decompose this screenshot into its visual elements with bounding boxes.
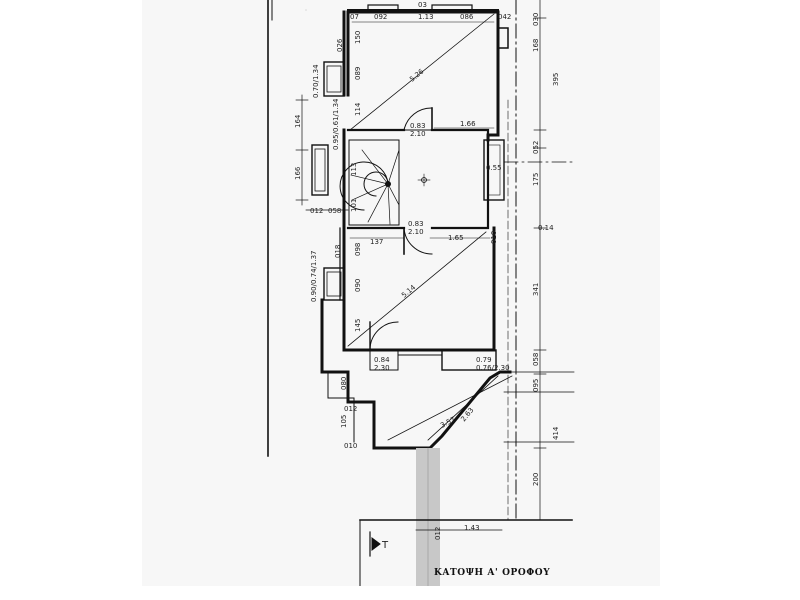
door-lower-line: 0.83 [408, 220, 424, 228]
dim-right-175: 175 [532, 173, 540, 186]
dim-room1-114: 114 [354, 102, 362, 116]
dim-top-092: 092 [374, 13, 387, 21]
chimney-block [497, 27, 509, 49]
dim-stair-101: 101 [350, 199, 358, 212]
diag-room1: 5.26 [408, 67, 426, 83]
dim-left-012: 012 [310, 207, 323, 215]
stair-center [385, 181, 391, 187]
left-window-lower [323, 267, 345, 301]
corridor-walls [346, 128, 490, 230]
dim-right-052: 052 [532, 141, 540, 154]
floor-plan: 07 092 1.13 086 042 03 1.66 0.55 137 1.6… [267, 0, 575, 586]
top-window-1 [367, 4, 399, 12]
dim-ext-105: 105 [340, 415, 348, 428]
terrace-diag-1 [387, 375, 513, 441]
door-upper-line: 0.83 [410, 122, 426, 130]
terrace-diag-2 [427, 375, 499, 441]
dim-ext-080: 080 [340, 377, 348, 390]
stair-block [348, 139, 400, 226]
dim-stair-014: 0.14 [538, 224, 554, 232]
opening-win-left-top: 0.70/1.34 [312, 64, 320, 98]
dim-bottom-012: 012 [434, 527, 442, 540]
dim-ext-010: 010 [344, 442, 357, 450]
dim-right-058: 058 [532, 353, 540, 366]
spiral-stair [339, 161, 389, 211]
section-marker-label: T [381, 540, 389, 551]
room-lower-diagonal [347, 231, 487, 347]
dim-right-010: 010 [490, 231, 498, 244]
bottom-window-right [441, 349, 497, 371]
opening-height-line: 2.30 [374, 364, 390, 372]
win-bottom-right-line: 0.79 [476, 356, 492, 364]
dim-right-395: 395 [552, 73, 560, 86]
left-window-upper-sill [326, 65, 342, 93]
bottom-window-left [369, 349, 399, 371]
dim-wall-026: 026 [336, 38, 344, 52]
dim-top-07: 07 [350, 13, 359, 21]
dim-wall-018: 018 [334, 245, 342, 258]
dim-right-030: 030 [532, 13, 540, 26]
dim-room2-090: 090 [354, 279, 362, 292]
terrace-outline [320, 298, 512, 450]
opening-height-line: 2.10 [410, 130, 426, 138]
top-window-2 [431, 4, 473, 12]
room-upper-diagonal [349, 13, 495, 131]
dim-ext-012: 012 [344, 405, 357, 413]
dim-room2-098: 098 [354, 243, 362, 256]
dim-right-341: 341 [532, 283, 540, 296]
spiral-stair-inner [363, 171, 389, 197]
dim-stair-055: 0.55 [486, 164, 502, 172]
dim-left-166: 166 [294, 166, 302, 180]
diag-room2: 5.14 [400, 283, 418, 299]
room-lower-walls [342, 226, 496, 352]
dim-top-03: 03 [418, 1, 427, 9]
dim-top-113: 1.13 [418, 13, 434, 21]
drawing-sheet: 07 092 1.13 086 042 03 1.66 0.55 137 1.6… [142, 0, 660, 586]
dim-right-095: 095 [532, 379, 540, 392]
door-swing-upper [403, 107, 433, 131]
dim-left-058: 058 [328, 207, 341, 215]
dim-right-200: 200 [532, 473, 540, 486]
left-window-upper [323, 61, 345, 97]
dim-right-168: 168 [532, 39, 540, 52]
dim-upper-166: 1.66 [460, 120, 476, 128]
opening-height-line: 2.10 [408, 228, 424, 236]
opening-win-left-low: 0.90/0.74/1.37 [310, 251, 318, 302]
dim-left-164: 164 [294, 114, 302, 128]
right-closet [483, 139, 505, 201]
dim-bottom-143: 1.43 [464, 524, 480, 532]
dim-top-042: 042 [498, 13, 511, 21]
opening-win-left-mid: 0.95/0.61/1.34 [332, 98, 340, 150]
terrace-inner [327, 371, 355, 443]
dim-room2-145: 145 [354, 319, 362, 332]
dim-stair-113: 113 [350, 163, 358, 176]
win-bottom-left-line: 0.84 [374, 356, 390, 364]
dim-right-414: 414 [552, 426, 560, 440]
dim-room1-089: 089 [354, 67, 362, 80]
left-window-mid [311, 144, 329, 196]
door-swing-bottom [369, 321, 399, 351]
dim-mid-165: 1.65 [448, 234, 464, 242]
drawing-title: ΚΑΤΟΨΗ Α' ΟΡΟΦΟΥ [434, 568, 550, 578]
dim-top-086: 086 [460, 13, 474, 21]
opening-height-line: 0.76/2.30 [476, 364, 510, 372]
dim-room1-150: 150 [354, 31, 362, 44]
dim-mid-137: 137 [370, 238, 383, 246]
